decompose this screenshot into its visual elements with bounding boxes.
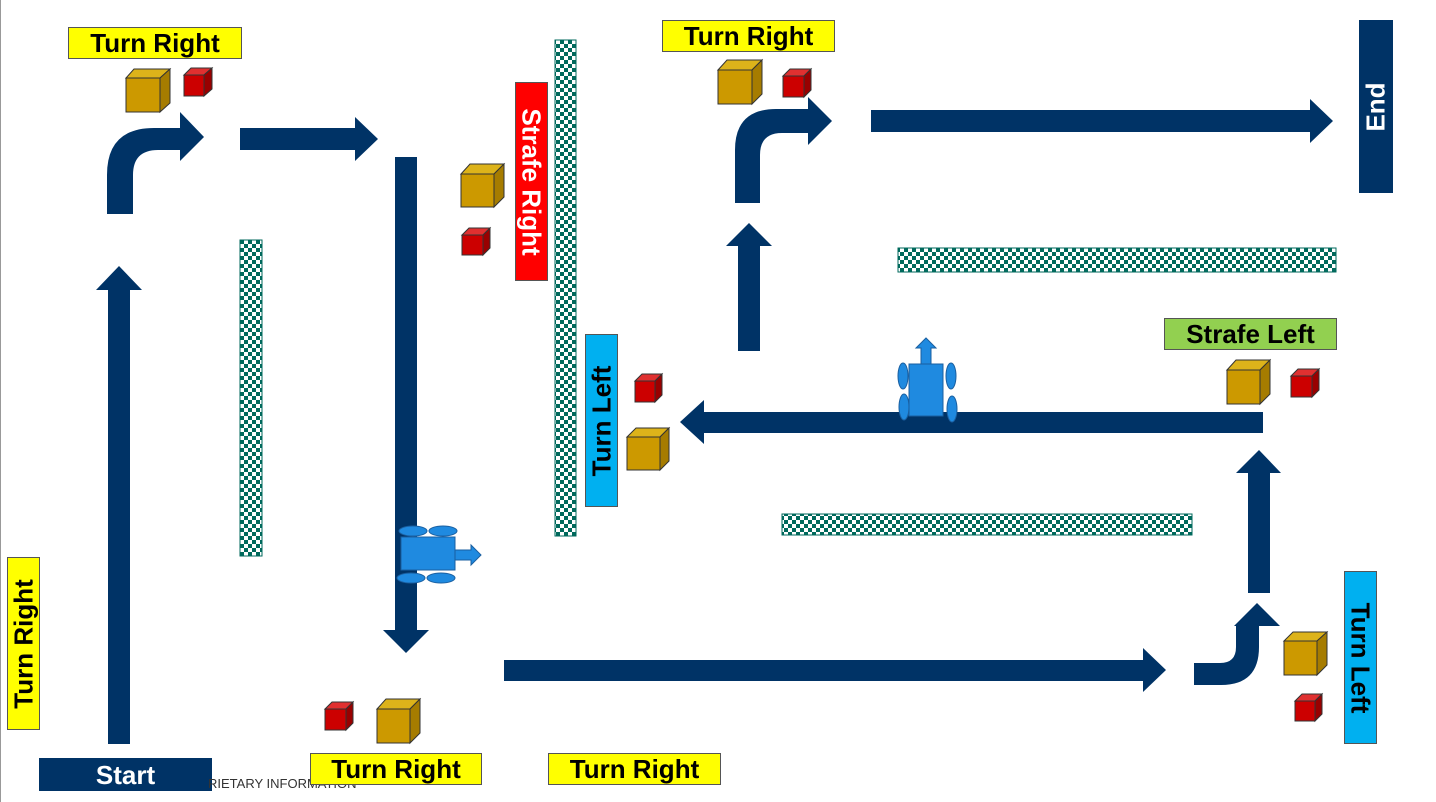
arrow-icon — [735, 97, 832, 203]
turn-right-label: Turn Right — [310, 753, 482, 785]
turn-left-label: Turn Left — [1344, 571, 1377, 744]
arrow-icon — [504, 648, 1166, 692]
robot-icon — [897, 337, 958, 423]
turn-right-text: Turn Right — [683, 21, 814, 51]
turn-right-label: Turn Right — [548, 753, 721, 785]
turn-right-label: Turn Right — [662, 20, 835, 52]
turn-right-text: Turn Right — [569, 754, 700, 784]
gold-cube-icon — [1225, 358, 1272, 406]
red-cube-icon — [182, 66, 214, 98]
arrow-icon — [1194, 603, 1280, 685]
turn-left-text: Turn Left — [1345, 602, 1376, 713]
arrow-icon — [96, 266, 142, 744]
gold-cube-icon — [1282, 630, 1329, 677]
gold-cube-icon — [124, 67, 172, 114]
strafe-right-label: Strafe Right — [515, 82, 548, 281]
turn-right-text: Turn Right — [8, 578, 39, 709]
left-border — [0, 0, 1, 802]
strafe-left-text: Strafe Left — [1186, 319, 1315, 349]
red-cube-icon — [1289, 367, 1321, 399]
arrow-icon — [1236, 450, 1281, 593]
robot-icon — [396, 525, 482, 584]
gold-cube-icon — [375, 697, 422, 745]
strafe-right-text: Strafe Right — [516, 107, 547, 256]
arrow-icon — [383, 157, 429, 653]
turn-right-text: Turn Right — [331, 754, 461, 784]
gold-cube-icon — [459, 162, 506, 209]
turn-right-label: Turn Right — [7, 557, 40, 730]
checkered-barrier — [554, 39, 577, 537]
turn-left-text: Turn Left — [586, 365, 617, 476]
start-text: Start — [95, 759, 156, 790]
arrow-icon — [680, 400, 1263, 444]
arrow-icon — [240, 117, 378, 161]
red-cube-icon — [323, 700, 355, 732]
turn-right-label: Turn Right — [68, 27, 242, 59]
checkered-barrier — [239, 239, 263, 557]
red-cube-icon — [1293, 692, 1324, 723]
arrow-icon — [726, 223, 772, 351]
gold-cube-icon — [625, 426, 671, 472]
arrow-icon — [871, 99, 1333, 143]
checkered-barrier — [897, 247, 1337, 273]
checkered-barrier — [781, 513, 1193, 536]
gold-cube-icon — [716, 58, 764, 106]
end-label: End — [1359, 20, 1393, 193]
turn-left-label: Turn Left — [585, 334, 618, 507]
arrow-icon — [107, 112, 204, 214]
turn-right-text: Turn Right — [90, 28, 220, 58]
red-cube-icon — [781, 67, 813, 99]
red-cube-icon — [460, 226, 492, 257]
start-label: Start — [39, 758, 212, 791]
end-text: End — [1361, 81, 1392, 132]
red-cube-icon — [633, 372, 664, 404]
strafe-left-label: Strafe Left — [1164, 318, 1337, 350]
